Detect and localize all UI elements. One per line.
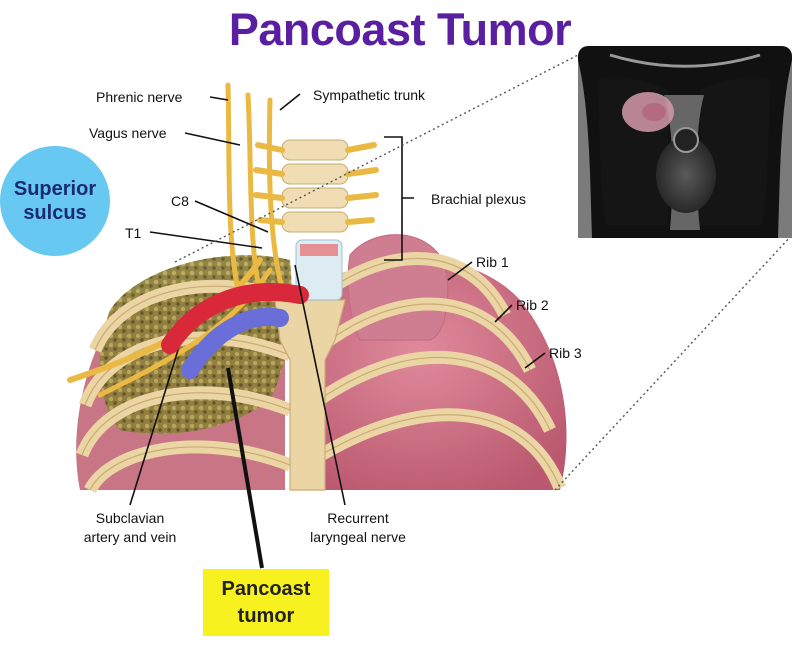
ct-scan-inset: [578, 46, 792, 238]
page-title: Pancoast Tumor: [228, 4, 572, 55]
label-vagus-nerve: Vagus nerve: [89, 125, 167, 141]
label-phrenic-nerve: Phrenic nerve: [96, 89, 183, 105]
zoom-lines: [174, 54, 793, 491]
label-subclavian-line-1: Subclavian: [95, 510, 165, 526]
label-recurrent-laryngeal-line-1: Recurrent: [327, 510, 389, 526]
label-recurrent-laryngeal-line-2: laryngeal nerve: [310, 529, 406, 545]
superior-sulcus-callout: Superior sulcus: [0, 146, 110, 256]
superior-sulcus-line-2: sulcus: [23, 202, 87, 224]
label-sympathetic-trunk: Sympathetic trunk: [313, 87, 426, 103]
label-brachial-plexus: Brachial plexus: [431, 191, 526, 207]
superior-sulcus-line-1: Superior: [13, 178, 97, 200]
label-t1: T1: [125, 225, 142, 241]
label-rib-1: Rib 1: [476, 254, 509, 270]
label-rib-2: Rib 2: [516, 297, 549, 313]
label-recurrent-laryngeal: Recurrent laryngeal nerve: [283, 509, 433, 547]
label-subclavian-line-2: artery and vein: [83, 529, 177, 545]
pancoast-tumor-line-2: tumor: [237, 604, 295, 627]
spine-and-sternum: [253, 139, 379, 491]
subclavian-vessels: [161, 283, 309, 379]
pancoast-tumor-line-1: Pancoast: [221, 577, 311, 600]
label-subclavian: Subclavian artery and vein: [55, 509, 205, 547]
label-c8: C8: [171, 193, 189, 209]
leader-lines: [129, 93, 546, 569]
pancoast-tumor-callout: Pancoast tumor: [203, 569, 329, 636]
label-rib-3: Rib 3: [549, 345, 582, 361]
